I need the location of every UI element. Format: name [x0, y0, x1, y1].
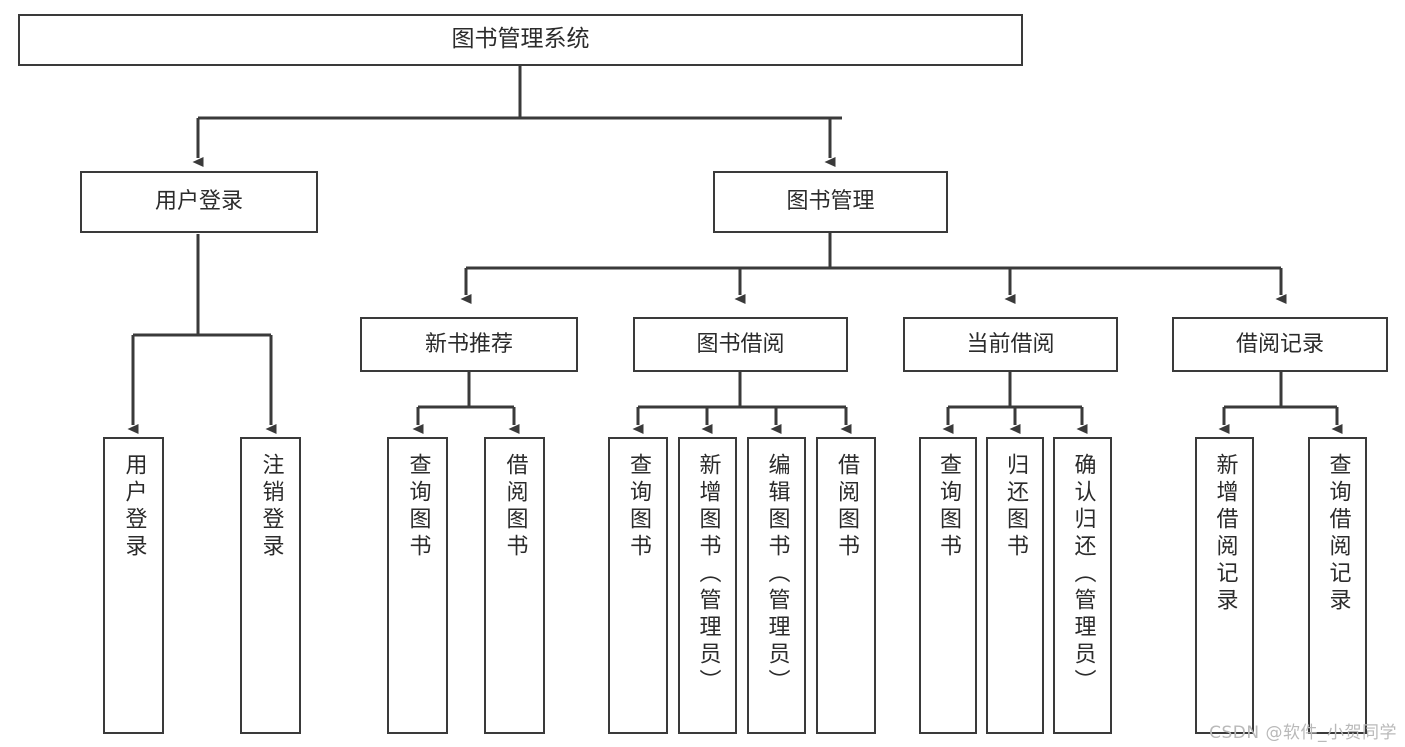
node-label: 图书管理系统 — [451, 26, 590, 53]
node-label: 查询图书 — [405, 453, 431, 561]
leaf-user-login[interactable]: 用户登录 — [103, 437, 164, 734]
node-label: 归还图书 — [1003, 453, 1028, 561]
node-book-borrow[interactable]: 图书借阅 — [633, 317, 848, 372]
leaf-edit-book-admin[interactable]: 编辑图书（管理员） — [747, 437, 806, 734]
node-user-login[interactable]: 用户登录 — [80, 171, 318, 233]
node-label: 借阅图书 — [502, 453, 528, 561]
leaf-query-book-new-book[interactable]: 查询图书 — [387, 437, 448, 734]
node-label: 新增借阅记录 — [1212, 453, 1238, 615]
node-current-borrow[interactable]: 当前借阅 — [903, 317, 1118, 372]
leaf-confirm-return-admin[interactable]: 确认归还（管理员） — [1053, 437, 1112, 734]
leaf-borrow-book-borrow[interactable]: 借阅图书 — [816, 437, 876, 734]
node-label: 图书借阅 — [696, 331, 785, 357]
node-label: 编辑图书（管理员） — [764, 453, 790, 696]
node-label: 查询借阅记录 — [1325, 453, 1351, 615]
node-label: 当前借阅 — [966, 331, 1055, 357]
node-new-book-recommend[interactable]: 新书推荐 — [360, 317, 578, 372]
node-root-book-management-system[interactable]: 图书管理系统 — [18, 14, 1023, 66]
node-label: 查询图书 — [626, 453, 651, 561]
node-label: 查询图书 — [936, 453, 961, 561]
node-borrow-record[interactable]: 借阅记录 — [1172, 317, 1388, 372]
node-label: 图书管理 — [786, 189, 875, 215]
leaf-logout-login[interactable]: 注销登录 — [240, 437, 301, 734]
leaf-borrow-book-new-book[interactable]: 借阅图书 — [484, 437, 545, 734]
node-label: 新增图书（管理员） — [695, 453, 721, 696]
node-label: 用户登录 — [121, 453, 147, 561]
node-label: 注销登录 — [258, 453, 284, 561]
leaf-query-borrow-record[interactable]: 查询借阅记录 — [1308, 437, 1367, 734]
leaf-add-borrow-record[interactable]: 新增借阅记录 — [1195, 437, 1254, 734]
leaf-add-book-admin[interactable]: 新增图书（管理员） — [678, 437, 737, 734]
node-book-management[interactable]: 图书管理 — [713, 171, 948, 233]
leaf-query-book-current[interactable]: 查询图书 — [919, 437, 977, 734]
node-label: 用户登录 — [154, 189, 243, 215]
leaf-return-book[interactable]: 归还图书 — [986, 437, 1044, 734]
node-label: 借阅记录 — [1235, 331, 1324, 357]
node-label: 借阅图书 — [834, 453, 859, 561]
node-label: 确认归还（管理员） — [1070, 453, 1096, 696]
csdn-watermark: CSDN @软件_小贺同学 — [1209, 723, 1397, 743]
node-label: 新书推荐 — [424, 331, 513, 357]
leaf-query-book-borrow[interactable]: 查询图书 — [608, 437, 668, 734]
